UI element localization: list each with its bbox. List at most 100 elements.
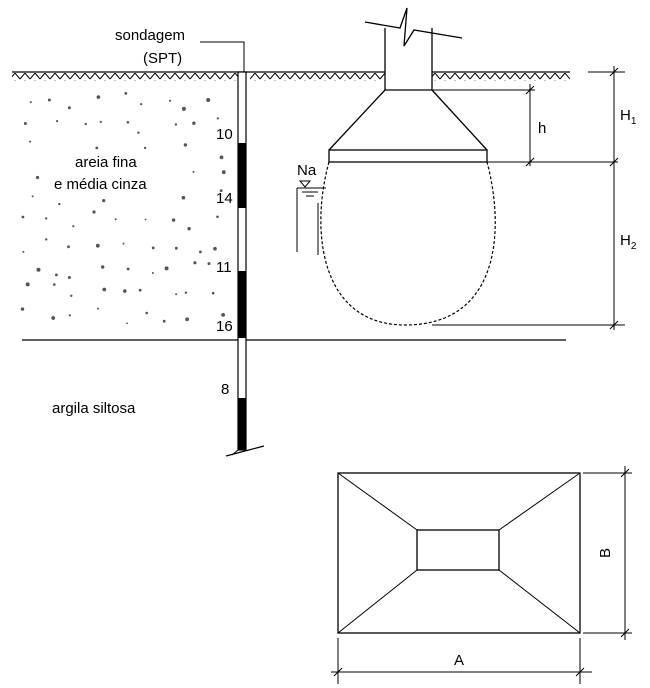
- sand-dot: [216, 117, 219, 120]
- sand-dot: [31, 195, 34, 198]
- sand-dot: [114, 218, 117, 221]
- borehole-segment-3: [238, 398, 246, 450]
- spt-borehole: sondagem (SPT) 10 14 11 16 8: [115, 27, 265, 457]
- sand-dot: [35, 175, 40, 180]
- plan-outer-rect: [337, 472, 581, 634]
- sand-dot: [21, 215, 25, 219]
- sand-dot: [207, 262, 211, 266]
- sondagem-label: sondagem: [115, 27, 185, 44]
- sand-dot: [29, 101, 32, 104]
- sand-dot: [56, 120, 59, 123]
- sand-dot: [151, 272, 154, 274]
- borehole-segment-2: [238, 271, 246, 338]
- sand-dot: [53, 283, 56, 286]
- sand-dot: [213, 246, 217, 251]
- sand-dot: [169, 99, 172, 102]
- spt-value-4: 16: [216, 318, 233, 335]
- footing-plan-view: [337, 472, 581, 634]
- sand-dot: [221, 313, 226, 317]
- sand-dot: [221, 170, 226, 175]
- A-label: A: [454, 652, 464, 669]
- spt-value-5: 8: [221, 381, 229, 398]
- sand-dot: [184, 291, 188, 294]
- borehole-segment-1: [238, 143, 246, 208]
- sand-label-line1: areia fina: [75, 154, 137, 171]
- spt-value-2: 14: [216, 190, 233, 207]
- h-label: h: [538, 120, 546, 137]
- sand-dot: [124, 92, 128, 95]
- sand-dot: [145, 311, 148, 315]
- sand-dot: [92, 210, 96, 214]
- sand-dot: [101, 265, 105, 269]
- dimension-H: H1 H2: [432, 66, 637, 330]
- sand-dot: [25, 282, 30, 287]
- sand-dot: [102, 199, 106, 203]
- footing-base: [328, 149, 488, 163]
- sand-dot: [185, 317, 190, 322]
- sand-dot: [84, 122, 87, 126]
- B-label: B: [597, 548, 614, 558]
- plan-inner-rect: [416, 529, 500, 571]
- sand-dot: [138, 288, 142, 292]
- sand-texture: [20, 92, 226, 325]
- water-level-label: Na: [297, 162, 317, 179]
- sand-dot: [68, 314, 71, 317]
- sand-dot: [67, 245, 70, 249]
- sand-dot: [45, 217, 48, 220]
- sand-dot: [216, 215, 219, 219]
- sand-dot: [206, 98, 211, 102]
- sand-dot: [126, 121, 130, 124]
- column-break-symbol: [364, 7, 463, 47]
- spt-label: (SPT): [143, 50, 182, 67]
- sand-dot: [171, 218, 176, 222]
- H1-label: H1: [620, 107, 637, 127]
- sand-dot: [219, 189, 223, 193]
- clay-label: argila siltosa: [52, 400, 136, 417]
- sand-dot: [144, 218, 147, 221]
- sand-dot: [219, 155, 224, 160]
- sand-dot: [193, 261, 197, 265]
- sand-dot: [122, 242, 125, 245]
- sand-dot: [45, 238, 48, 241]
- sand-dot: [174, 123, 178, 126]
- sand-dot: [183, 143, 188, 147]
- dimension-B: B: [583, 466, 632, 640]
- sand-dot: [181, 106, 186, 111]
- sand-dot: [51, 316, 56, 320]
- spt-value-3: 11: [216, 259, 232, 276]
- sand-dot: [102, 287, 107, 292]
- sand-dot: [70, 294, 73, 297]
- sand-dot: [97, 307, 99, 310]
- sand-dot: [55, 273, 58, 277]
- sand-dot: [95, 243, 100, 248]
- H2-label: H2: [620, 232, 637, 252]
- sand-dot: [20, 307, 25, 311]
- spread-footing: [328, 89, 488, 163]
- sand-dot: [47, 98, 51, 102]
- sondagem-leader-line: [200, 41, 245, 72]
- sand-dot: [126, 267, 130, 271]
- sand-dot: [192, 170, 195, 173]
- sand-dot: [175, 293, 178, 296]
- sand-dot: [181, 195, 186, 200]
- sand-dot: [151, 246, 155, 250]
- sand-dot: [95, 146, 99, 150]
- sand-dot: [164, 266, 169, 271]
- sand-dot: [23, 122, 27, 125]
- water-level-marker: Na: [296, 162, 326, 255]
- borehole-tube: [237, 71, 247, 451]
- sand-dot: [99, 120, 102, 123]
- water-triangle-icon: [298, 180, 312, 188]
- ground-surface: [12, 71, 570, 81]
- sand-dot: [162, 319, 166, 323]
- sand-dot: [29, 140, 32, 143]
- sand-dot: [67, 276, 71, 279]
- sand-dot: [58, 202, 61, 206]
- column: [364, 7, 463, 90]
- sand-dot: [187, 227, 191, 231]
- pressure-bulb: [320, 161, 496, 326]
- sand-dot: [126, 322, 128, 325]
- sand-dot: [192, 121, 196, 125]
- sand-dot: [96, 95, 101, 99]
